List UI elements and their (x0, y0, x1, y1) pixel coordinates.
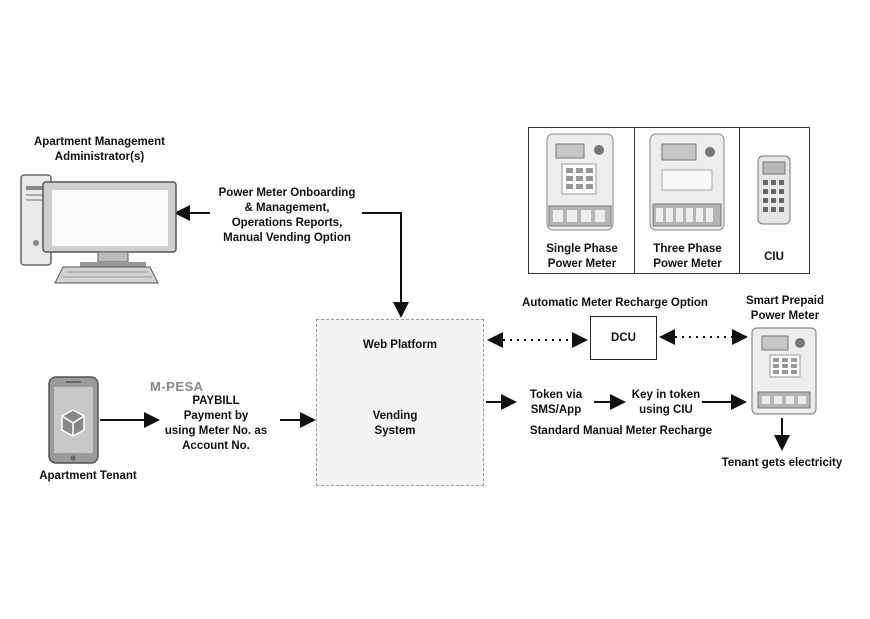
desktop-computer-icon (20, 174, 177, 284)
three-phase-meter-label: Three Phase Power Meter (653, 243, 722, 270)
dcu-label: DCU (611, 332, 636, 344)
tenant-label: Apartment Tenant (39, 470, 137, 482)
ciu-label: CIU (764, 251, 784, 263)
mobile-phone-icon (48, 376, 99, 464)
onboarding-text: Power Meter Onboarding & Management, Ope… (218, 187, 356, 244)
tenant-gets-electricity-label: Tenant gets electricity (721, 457, 843, 469)
web-platform-box: Web Platform (316, 319, 484, 486)
admin-label: Apartment Management Administrator(s) (34, 136, 165, 163)
web-platform-title: Web Platform (363, 339, 437, 351)
ciu-device-icon (757, 155, 791, 225)
manual-recharge-label: Standard Manual Meter Recharge (529, 425, 713, 437)
single-phase-meter-label: Single Phase Power Meter (546, 243, 618, 270)
smart-meter-icon (751, 327, 817, 415)
mpesa-logo: M-PESA (150, 379, 204, 394)
ciu-cell: CIU (740, 128, 808, 273)
dcu-box: DCU (590, 316, 657, 360)
meter-types-panel: Single Phase Power Meter Three Phase Pow… (528, 127, 810, 274)
automatic-recharge-label: Automatic Meter Recharge Option (522, 297, 708, 309)
key-in-token-label: Key in token using CIU (631, 389, 701, 416)
three-phase-meter-icon (649, 133, 725, 231)
single-phase-meter-cell: Single Phase Power Meter (529, 128, 635, 273)
arrow-onboarding-to-platform (362, 212, 409, 318)
three-phase-meter-cell: Three Phase Power Meter (635, 128, 740, 273)
smart-meter-label: Smart Prepaid Power Meter (746, 295, 824, 322)
single-phase-meter-icon (546, 133, 614, 231)
token-via-sms-label: Token via SMS/App (529, 389, 583, 416)
vending-system-label: Vending System (372, 410, 418, 437)
mpesa-paybill-text: PAYBILL Payment by using Meter No. as Ac… (164, 395, 268, 452)
